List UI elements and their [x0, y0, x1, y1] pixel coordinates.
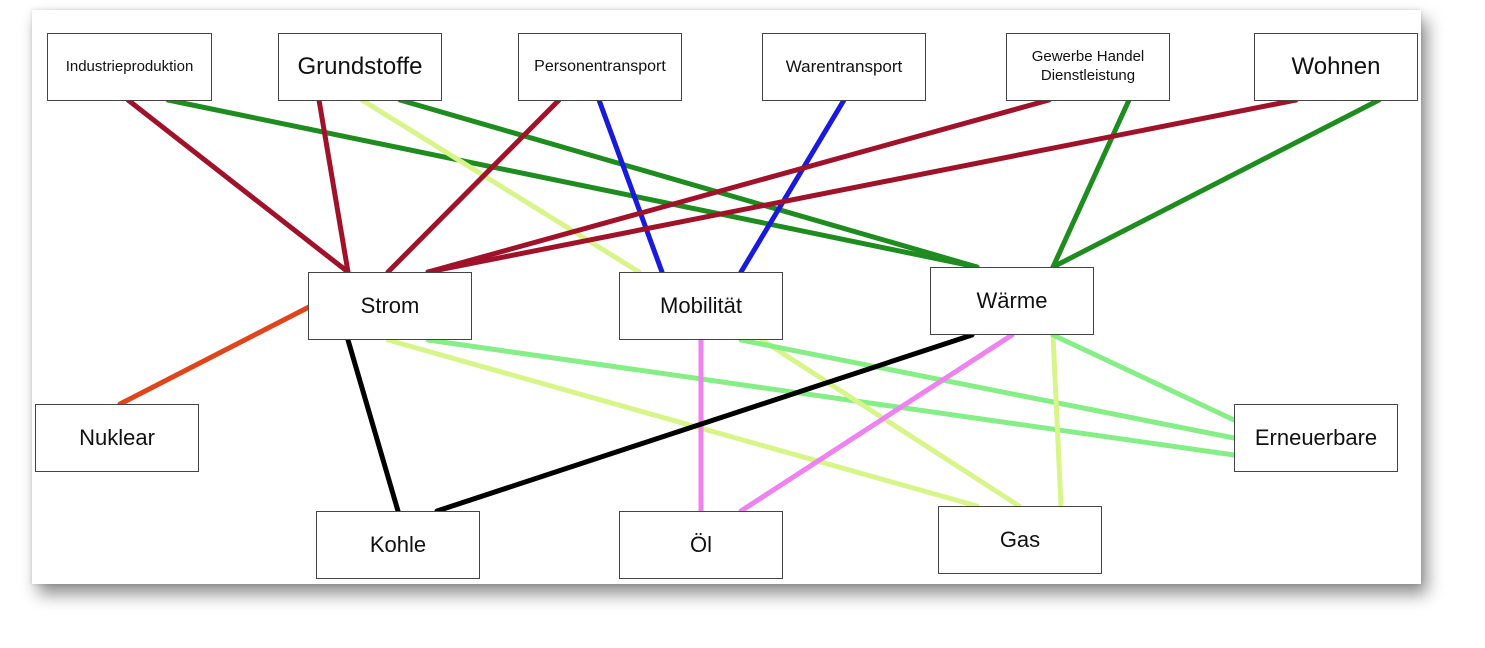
edge-mobilitaet-to-erneuerbare	[738, 337, 1237, 441]
node-nuklear: Nuklear	[35, 404, 199, 472]
edge-waerme-to-gas	[1050, 332, 1064, 509]
edge-waerme-to-kohle	[434, 332, 975, 514]
node-strom: Strom	[308, 272, 472, 340]
node-wohnen: Wohnen	[1254, 33, 1418, 101]
node-grundstoffe: Grundstoffe	[278, 33, 442, 101]
edge-strom-to-nuklear	[117, 304, 312, 407]
node-warentransport: Warentransport	[762, 33, 926, 101]
node-gewerbe-handel-dienstleistung: Gewerbe Handel Dienstleistung	[1006, 33, 1170, 101]
node-mobilitaet: Mobilität	[619, 272, 783, 340]
edge-waerme-to-oel	[738, 332, 1015, 514]
node-gewerbe-label: Gewerbe Handel Dienstleistung	[1031, 48, 1145, 84]
edge-wohnen-to-strom	[425, 97, 1299, 275]
connection-lines	[117, 97, 1382, 514]
node-erneuerbare: Erneuerbare	[1234, 404, 1398, 472]
edge-personentransport-to-mobilitaet	[596, 97, 665, 275]
edge-industrieproduktion-to-strom	[125, 97, 351, 275]
edge-strom-to-gas	[385, 337, 980, 509]
edge-grundstoffe-to-strom	[316, 97, 351, 275]
node-personentransport: Personentransport	[518, 33, 682, 101]
edge-gewerbe-to-strom	[425, 97, 1052, 275]
edge-grundstoffe-to-waerme	[397, 97, 980, 270]
edge-strom-to-kohle	[345, 337, 401, 514]
node-kohle: Kohle	[316, 511, 480, 579]
edge-mobilitaet-to-gas	[759, 337, 1022, 509]
node-gas: Gas	[938, 506, 1102, 574]
node-industrieproduktion: Industrieproduktion	[47, 33, 212, 101]
node-waerme: Wärme	[930, 267, 1094, 335]
node-mobilitaet-label: Mobilität	[660, 293, 742, 319]
edge-warentransport-to-mobilitaet	[738, 97, 847, 275]
node-kohle-label: Kohle	[369, 532, 427, 558]
edge-wohnen-to-waerme	[1050, 97, 1382, 270]
node-wohnen-label: Wohnen	[1291, 53, 1381, 80]
node-strom-label: Strom	[360, 293, 420, 319]
edge-gewerbe-to-waerme	[1050, 97, 1132, 270]
node-erneuerbare-label: Erneuerbare	[1254, 425, 1378, 451]
node-grundstoffe-label: Grundstoffe	[297, 53, 423, 80]
edge-personentransport-to-strom	[385, 97, 562, 275]
diagram-canvas: Industrieproduktion Grundstoffe Personen…	[32, 10, 1421, 584]
node-gas-label: Gas	[999, 527, 1041, 553]
node-personentransport-label: Personentransport	[534, 58, 666, 75]
node-warentransport-label: Warentransport	[785, 57, 903, 77]
node-oel-label: Öl	[690, 532, 712, 558]
edge-strom-to-erneuerbare	[425, 337, 1237, 458]
edge-grundstoffe-to-mobilitaet	[359, 97, 642, 275]
edge-industrieproduktion-to-waerme	[165, 97, 980, 270]
node-waerme-label: Wärme	[976, 288, 1048, 314]
edge-waerme-to-erneuerbare	[1050, 332, 1237, 423]
node-oel: Öl	[619, 511, 783, 579]
node-nuklear-label: Nuklear	[79, 425, 155, 451]
node-industrieproduktion-label: Industrieproduktion	[65, 57, 194, 75]
